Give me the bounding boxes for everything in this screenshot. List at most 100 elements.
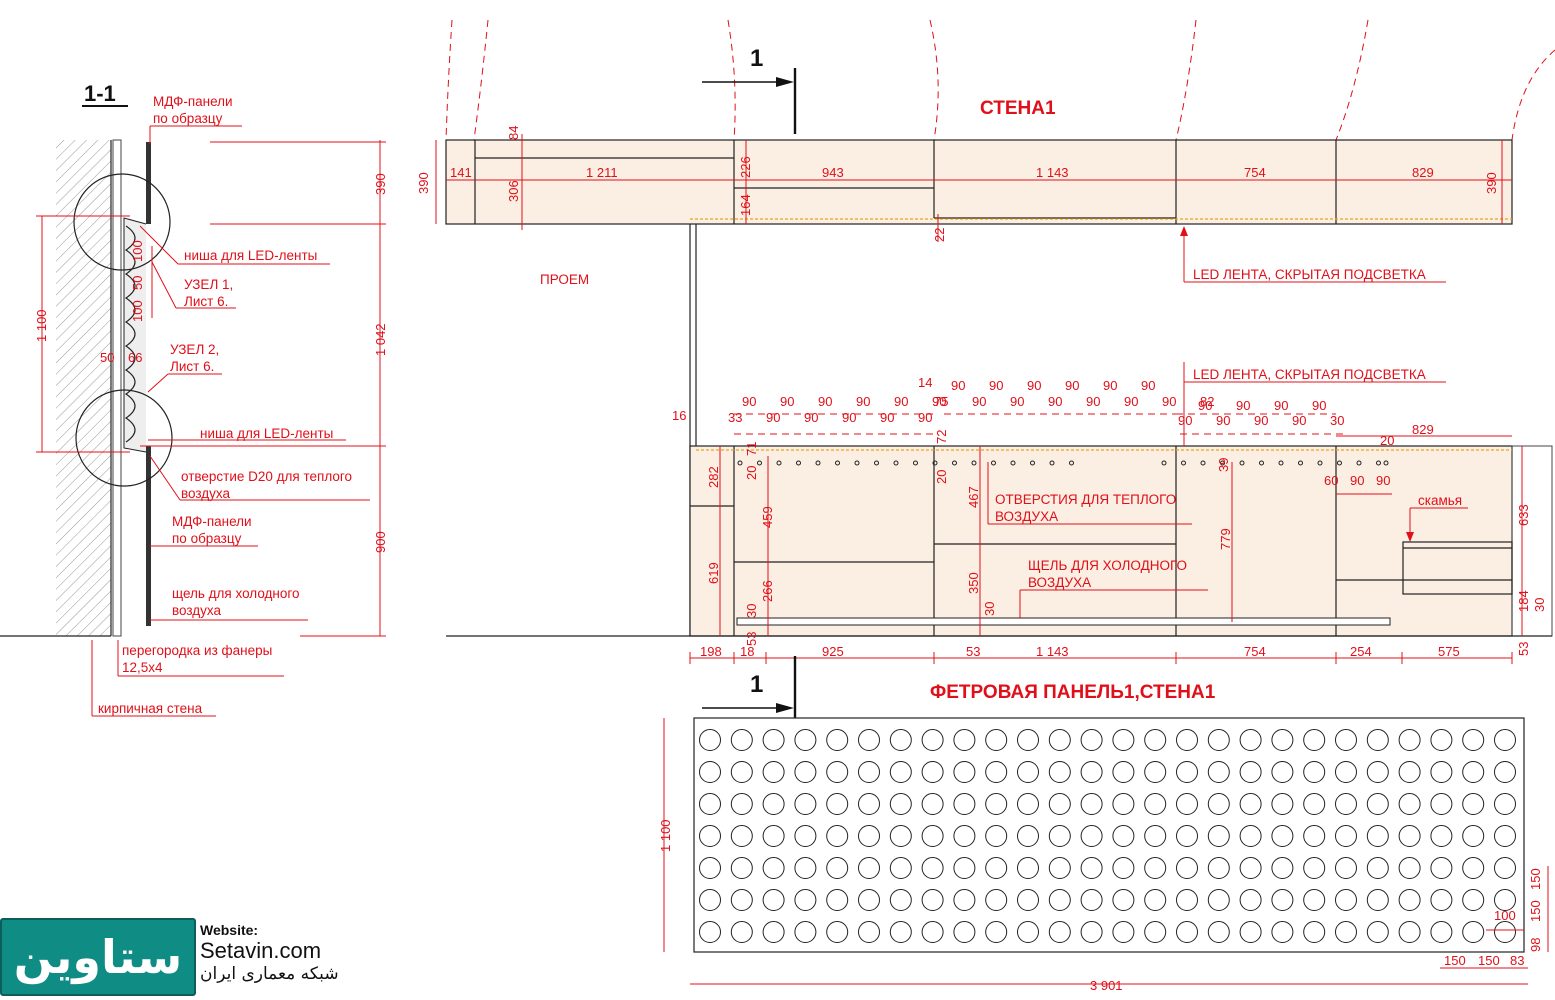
felt-circle: [1271, 793, 1294, 815]
felt-circle: [1080, 761, 1103, 783]
felt-circle: [699, 729, 721, 751]
brick-wall-hatch: [56, 140, 111, 636]
warm-hole: [796, 460, 801, 466]
dim-l-30b: 30: [982, 602, 997, 616]
felt-circle: [889, 793, 912, 815]
felt-circle: [953, 921, 976, 943]
felt-circle: [1144, 825, 1167, 847]
felt-circle: [794, 889, 817, 911]
dim-u-829: 829: [1412, 165, 1434, 180]
felt-height: 1 100: [658, 819, 673, 852]
felt-circle: [1207, 889, 1230, 911]
felt-circle: [730, 825, 753, 847]
dim-row3a-3: 90: [842, 410, 856, 425]
felt-circle: [730, 857, 753, 879]
felt-circle: [1494, 729, 1516, 751]
setavin-logo: ستاوین: [0, 918, 196, 996]
felt-circle: [985, 889, 1008, 911]
dim-row2a-0: 90: [742, 394, 756, 409]
section-title: 1-1: [84, 81, 116, 106]
felt-circle: [730, 793, 753, 815]
felt-circle: [858, 761, 880, 783]
upper-panel: [445, 139, 1513, 225]
warm-hole: [874, 460, 879, 466]
felt-circle: [1207, 857, 1230, 879]
callout-partition-2: 12,5х4: [122, 660, 163, 675]
felt-circle: [1048, 921, 1071, 943]
warm-hole: [1181, 460, 1186, 466]
felt-circle: [1494, 825, 1516, 847]
felt-circle: [1335, 921, 1357, 943]
felt-circle: [1335, 857, 1357, 879]
felt-circle: [889, 761, 912, 783]
felt-circle: [1398, 761, 1421, 783]
felt-circle: [1335, 825, 1357, 847]
dim-row3a-0: 33: [728, 410, 742, 425]
dim-row4-4: 30: [1330, 413, 1344, 428]
dim-l-30c: 30: [1532, 598, 1547, 612]
felt-circle: [1176, 793, 1198, 815]
dim-row3a-5: 90: [918, 410, 932, 425]
warm-hole: [1220, 460, 1225, 466]
felt-circle: [921, 889, 944, 911]
felt-circle: [794, 761, 817, 783]
callout-node2-2: Лист 6.: [170, 359, 214, 374]
felt-circle: [985, 793, 1008, 815]
warm-air-holes: [737, 460, 1389, 466]
dim-l-71: 71: [744, 442, 759, 456]
dim-u-754: 754: [1244, 165, 1266, 180]
felt-circle: [1335, 761, 1357, 783]
warm-hole: [952, 460, 957, 466]
felt-dim-b2: 150: [1478, 953, 1500, 968]
felt-circle: [1462, 761, 1485, 783]
felt-circle: [1176, 889, 1198, 911]
dim-row1-2: 90: [1027, 378, 1041, 393]
felt-circle: [953, 793, 976, 815]
felt-circle: [826, 729, 849, 751]
dim-bottom-5: 754: [1244, 644, 1266, 659]
dim-l-459: 459: [760, 506, 775, 528]
felt-circle: [762, 825, 785, 847]
warm-hole: [991, 460, 996, 466]
felt-circle: [921, 761, 944, 783]
dim-l-53a: 53: [744, 632, 759, 646]
felt-circle: [1398, 825, 1421, 847]
felt-circle: [985, 729, 1008, 751]
felt-circle: [826, 793, 849, 815]
felt-circle: [1080, 921, 1103, 943]
dim-row1-4: 90: [1103, 378, 1117, 393]
warm-hole: [1376, 460, 1381, 466]
dim-bottom-0: 198: [700, 644, 722, 659]
felt-circle: [1080, 857, 1103, 879]
warm-holes-label-1: ОТВЕРСТИЯ ДЛЯ ТЕПЛОГО: [995, 492, 1176, 507]
felt-circle: [1176, 729, 1198, 751]
dim-u-306: 306: [506, 180, 521, 202]
felt-circle: [1017, 761, 1039, 783]
logo-text: ستاوین: [13, 930, 183, 984]
felt-circle: [1048, 825, 1071, 847]
felt-circle: [1494, 857, 1516, 879]
dim-row4-0: 90: [1178, 413, 1192, 428]
dim-66: 66: [128, 350, 142, 365]
dim-row3a-1: 90: [766, 410, 780, 425]
felt-circle: [1366, 857, 1389, 879]
dim-row3b-1: 90: [1236, 398, 1250, 413]
felt-circle: [1048, 889, 1071, 911]
felt-circle: [1303, 729, 1326, 751]
dim-l-16: 16: [672, 408, 686, 423]
dim-l-60: 60: [1324, 473, 1338, 488]
dim-u-226: 226: [738, 156, 753, 178]
felt-circle: [1398, 921, 1421, 943]
dim-l-282: 282: [706, 466, 721, 488]
felt-circle: [1430, 857, 1453, 879]
warm-hole: [913, 460, 918, 466]
warm-hole: [815, 460, 821, 466]
dim-50b: 50: [130, 276, 145, 290]
dim-row4-2: 90: [1254, 413, 1268, 428]
felt-circle: [794, 857, 817, 879]
dim-l-619: 619: [706, 562, 721, 584]
website-block: Website: Setavin.com شبکه معماری ایران: [200, 922, 339, 984]
section-mark-top: 1: [750, 45, 763, 72]
dim-u-1143: 1 143: [1036, 165, 1069, 180]
felt-circle: [699, 921, 721, 943]
